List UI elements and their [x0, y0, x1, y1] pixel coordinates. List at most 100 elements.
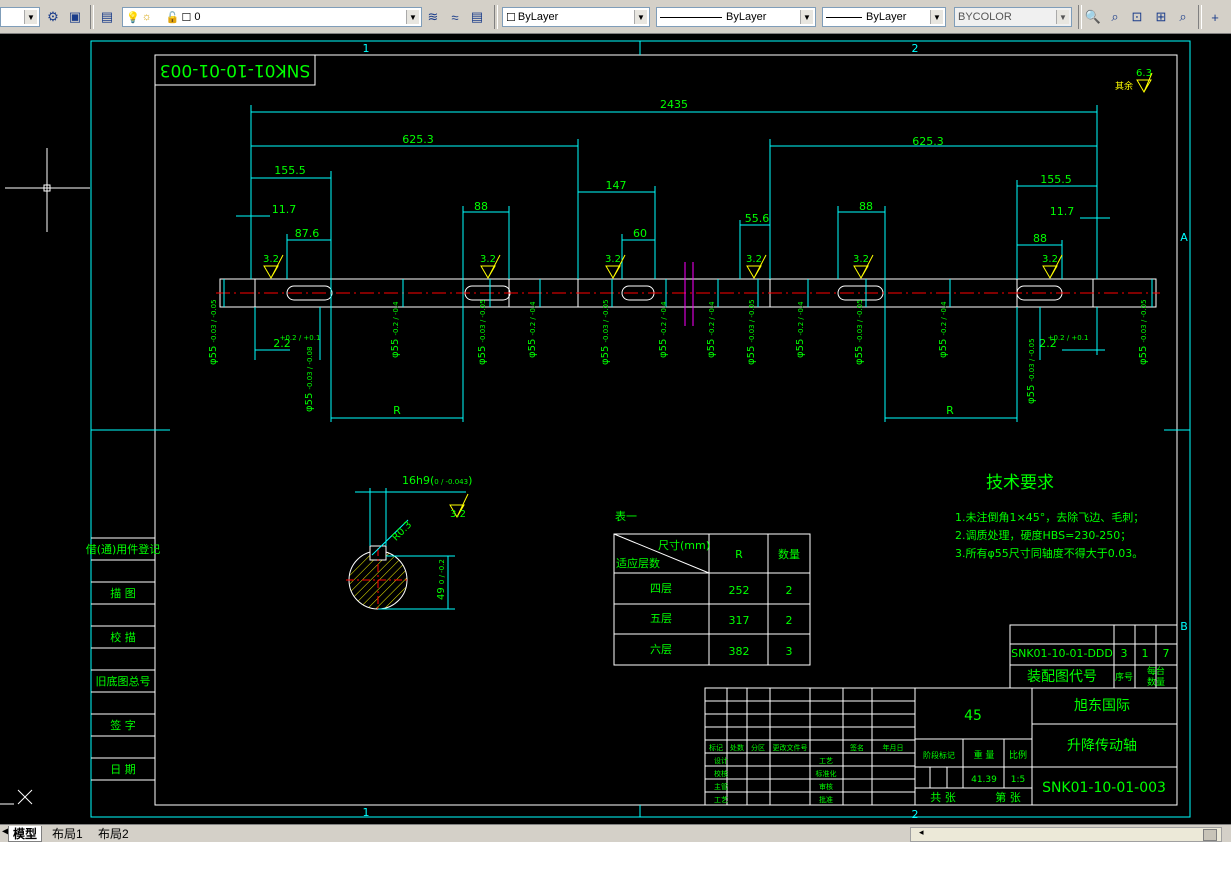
scroll-left-icon[interactable]: ◂: [919, 827, 924, 837]
crosshair-cursor: [5, 148, 90, 232]
toolbar-separator: [494, 5, 498, 29]
rough-2: 3.2: [480, 254, 496, 265]
tab-layout1[interactable]: 布局1: [52, 827, 83, 841]
assembly-h1: 序号: [1115, 671, 1133, 683]
lineweight-combo[interactable]: ByLayer ▼: [822, 7, 946, 27]
company: 旭东国际: [1074, 698, 1130, 714]
tech-req-line-1: 1.未注倒角1×45°，去除飞边、毛刺；: [955, 510, 1144, 524]
rough-4: 3.2: [746, 254, 762, 265]
table1-row-qty: 2: [786, 584, 793, 597]
role-right: 工艺: [819, 757, 833, 765]
role-left: 设计: [714, 756, 728, 765]
color-value: ByLayer: [517, 11, 559, 23]
radius-label: R0.3: [390, 519, 414, 543]
zoom-window-icon[interactable]: 🔍: [1084, 9, 1102, 24]
dim-left-11: 11.7: [272, 203, 297, 216]
diameter-8: φ55 -0.2 / -0.4: [706, 301, 717, 358]
scroll-thumb[interactable]: [1203, 829, 1217, 841]
dim-right-22-tol: +0.2 / +0.1: [1048, 334, 1089, 342]
assembly-c3: 7: [1163, 647, 1170, 660]
assembly-h2: 每台: [1147, 665, 1165, 677]
dim-right-22: 2.2: [1039, 337, 1057, 350]
zoom-scale-icon[interactable]: ⊡: [1131, 9, 1143, 24]
workspace-icon[interactable]: ▣: [68, 9, 82, 24]
diameter-5: φ55 -0.2 / -0.4: [527, 301, 538, 358]
tab-layout2[interactable]: 布局2: [98, 827, 129, 841]
color-combo[interactable]: ☐ ByLayer ▼: [502, 7, 650, 27]
break-marks: [684, 262, 694, 326]
table1-row-r: 252: [729, 584, 750, 597]
zoom-dynamic-icon[interactable]: ⌕: [1111, 9, 1119, 24]
assembly-c1: 3: [1121, 647, 1128, 660]
zone-ticks: [91, 41, 1190, 817]
diameter-dims: [223, 279, 1153, 360]
tech-req-line-2: 2.调质处理，硬度HBS=230-250；: [955, 528, 1131, 542]
material: 45: [964, 708, 982, 724]
outer-border: [90, 40, 1191, 818]
zoom-center-icon[interactable]: ⊞: [1155, 9, 1167, 24]
horizontal-scrollbar[interactable]: ◂: [910, 827, 1222, 842]
dim-overall: 2435: [660, 98, 688, 111]
table1-header-qty: 数量: [778, 548, 800, 561]
zone-label-bottom-1: 1: [363, 806, 370, 819]
dim-left-625: 625.3: [402, 133, 434, 146]
weight-value: 41.39: [971, 775, 997, 785]
sheet-number: 第 张: [995, 790, 1021, 804]
assembly-code: SNK01-10-01-DDD: [1011, 647, 1113, 660]
rough-3: 3.2: [605, 254, 621, 265]
diameter-14: φ55 -0.03 / -0.05: [1138, 299, 1149, 365]
table1-row-layer: 五层: [650, 612, 672, 625]
dimension-lines: [236, 105, 1110, 422]
linetype-combo[interactable]: ByLayer ▼: [656, 7, 816, 27]
plotstyle-combo[interactable]: BYCOLOR ▼: [954, 7, 1072, 27]
table1-header-left: 适应层数: [616, 556, 660, 570]
table1-header-r: R: [735, 548, 743, 561]
lineweight-value: ByLayer: [866, 11, 907, 23]
drawing-canvas[interactable]: 1 2 1 2 A B SNK01-10-01-003 其余 6.3: [0, 34, 1231, 824]
zoom-previous-icon[interactable]: ⌕: [1179, 9, 1187, 24]
roughness-general-value: 6.3: [1136, 68, 1152, 79]
side-block-item: 日 期: [110, 763, 136, 776]
dim-88c: 88: [1033, 232, 1047, 245]
dim-r-right: R: [946, 404, 954, 417]
table1-row-r: 317: [729, 614, 750, 627]
nav-arrow-icon[interactable]: ◀: [2, 826, 10, 837]
dim-88a: 88: [474, 200, 488, 213]
dim-left-22-tol: +0.2 / +0.1: [280, 334, 321, 342]
diameter-7: φ55 -0.2 / -0.4: [658, 301, 669, 358]
tech-req-title: 技术要求: [986, 473, 1054, 493]
layer-previous-icon[interactable]: ▤: [470, 9, 484, 24]
layer-combo[interactable]: 💡 ☼ 🔓 ☐ 0 ▼: [122, 7, 422, 27]
title-block-grid: [704, 687, 1178, 806]
dim-right-11: 11.7: [1050, 205, 1075, 218]
role-right: 审核: [819, 782, 833, 791]
role-left: 工艺: [714, 796, 728, 804]
tech-req-line-3: 3.所有φ55尺寸同轴度不得大于0.03。: [955, 546, 1143, 560]
linetype-preview: [660, 16, 722, 18]
table1-row-r: 382: [729, 645, 750, 658]
make-current-layer-icon[interactable]: ≋: [427, 9, 439, 24]
stage-label: 阶段标记: [923, 750, 955, 760]
tab-model[interactable]: 模型: [8, 826, 43, 842]
zoom-in-icon[interactable]: +: [1211, 9, 1219, 25]
chevron-down-icon: ▼: [800, 10, 813, 24]
drawing-number: SNK01-10-01-003: [1042, 780, 1166, 796]
properties-toolbar: ▼ ⚙ ▣ ▤ 💡 ☼ 🔓 ☐ 0 ▼ ≋ ≈ ▤ ☐ ByLayer ▼ By…: [0, 0, 1231, 34]
diameter-3: φ55 -0.2 / -0.4: [390, 301, 401, 358]
diameter-2: φ55 -0.03 / -0.08: [304, 346, 315, 412]
layer-match-icon[interactable]: ≈: [451, 9, 459, 25]
toolbar-separator: [1078, 5, 1082, 29]
layer-manager-icon[interactable]: ▤: [100, 9, 114, 24]
gear-icon[interactable]: ⚙: [47, 9, 59, 24]
inner-border: [154, 54, 1178, 806]
weight-label: 重 量: [974, 749, 995, 761]
table1-title: 表一: [615, 509, 637, 523]
roughness-symbols: [263, 254, 1063, 279]
plotstyle-value: BYCOLOR: [958, 11, 1012, 23]
workspace-combo[interactable]: ▼: [0, 7, 40, 27]
zone-label-a: A: [1180, 231, 1188, 244]
table1-row-layer: 六层: [650, 643, 672, 656]
roughness-general-label: 其余: [1115, 80, 1133, 92]
color-swatch-icon: ☐: [181, 11, 192, 24]
roughness-general-symbol: [1136, 72, 1153, 93]
